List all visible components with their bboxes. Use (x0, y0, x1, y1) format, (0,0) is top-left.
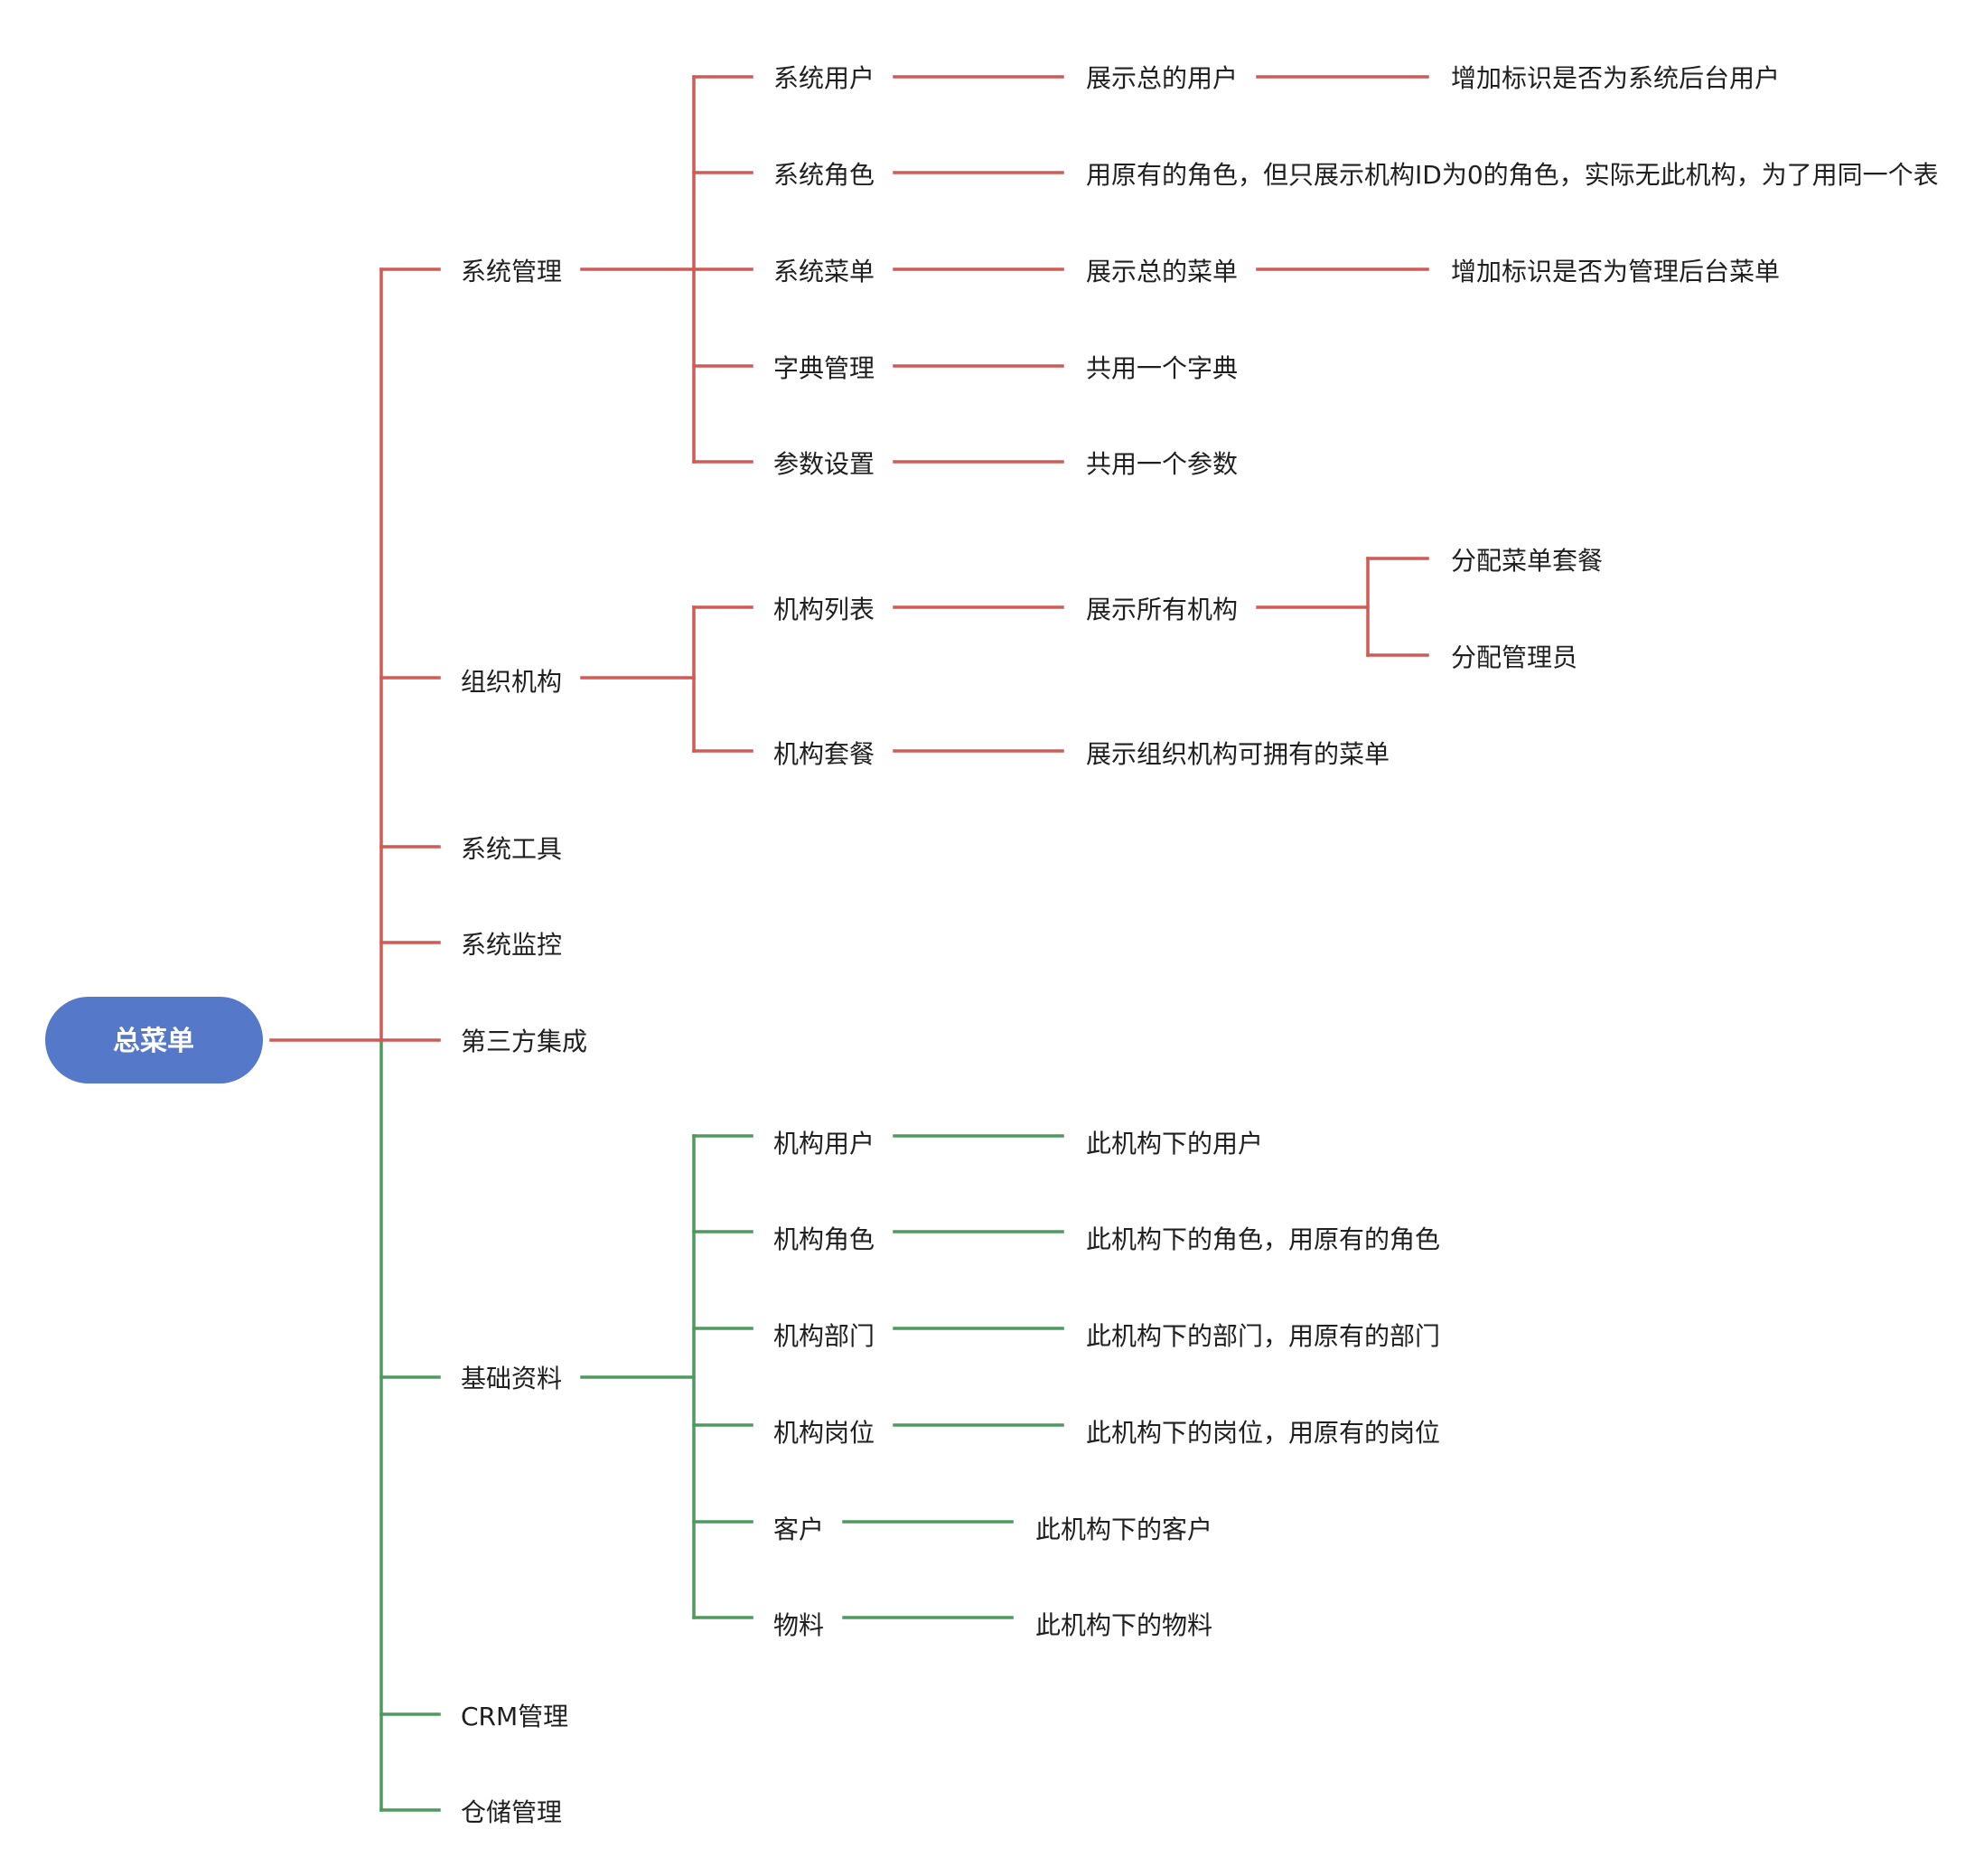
node-addflag-menu[interactable]: 增加标识是否为管理后台菜单 (1451, 257, 1780, 286)
node-crm[interactable]: CRM管理 (461, 1702, 568, 1731)
node-params[interactable]: 参数设置 (773, 449, 875, 479)
node-orgdept[interactable]: 机构部门 (773, 1321, 875, 1351)
node-showusers[interactable]: 展示总的用户 (1086, 63, 1238, 93)
node-sysmon[interactable]: 系统监控 (461, 930, 562, 960)
node-addflag-user[interactable]: 增加标识是否为系统后台用户 (1451, 63, 1780, 93)
node-role-desc[interactable]: 用原有的角色，但只展示机构ID为0的角色，实际无此机构，为了用同一个表 (1086, 160, 1939, 190)
node-orguser-desc[interactable]: 此机构下的用户 (1086, 1129, 1263, 1158)
node-sysmenu[interactable]: 系统菜单 (773, 257, 875, 286)
node-dict[interactable]: 字典管理 (773, 353, 875, 383)
node-showmenus[interactable]: 展示总的菜单 (1086, 257, 1238, 286)
root-node-label: 总菜单 (113, 1026, 194, 1057)
node-customer[interactable]: 客户 (773, 1515, 824, 1544)
node-material-desc[interactable]: 此机构下的物料 (1035, 1610, 1212, 1640)
node-orgdept-desc[interactable]: 此机构下的部门，用原有的部门 (1086, 1321, 1440, 1351)
node-orguser[interactable]: 机构用户 (773, 1129, 875, 1158)
node-thirdparty[interactable]: 第三方集成 (461, 1027, 587, 1056)
node-orgpost-desc[interactable]: 此机构下的岗位，用原有的岗位 (1086, 1418, 1440, 1448)
node-customer-desc[interactable]: 此机构下的客户 (1035, 1515, 1212, 1544)
node-assign-pkg[interactable]: 分配菜单套餐 (1451, 546, 1603, 576)
root-node-shape (45, 997, 263, 1083)
node-systools[interactable]: 系统工具 (461, 834, 562, 864)
node-sysrole[interactable]: 系统角色 (773, 160, 875, 190)
node-sysmgmt[interactable]: 系统管理 (461, 257, 562, 286)
root-node[interactable]: 总菜单 (45, 997, 263, 1083)
node-warehouse[interactable]: 仓储管理 (461, 1797, 562, 1827)
node-orglist[interactable]: 机构列表 (773, 595, 875, 624)
node-material[interactable]: 物料 (773, 1610, 824, 1640)
node-orgpkg-desc[interactable]: 展示组织机构可拥有的菜单 (1086, 739, 1390, 769)
node-params-desc[interactable]: 共用一个参数 (1086, 449, 1238, 479)
node-dict-desc[interactable]: 共用一个字典 (1086, 353, 1238, 383)
node-showorgs[interactable]: 展示所有机构 (1086, 595, 1238, 624)
node-orgpost[interactable]: 机构岗位 (773, 1418, 875, 1448)
node-orgrole[interactable]: 机构角色 (773, 1224, 875, 1254)
node-orgpkg[interactable]: 机构套餐 (773, 739, 875, 769)
node-basic[interactable]: 基础资料 (461, 1364, 562, 1393)
node-orgrole-desc[interactable]: 此机构下的角色，用原有的角色 (1086, 1224, 1440, 1254)
node-org[interactable]: 组织机构 (461, 667, 562, 697)
connector-lines (269, 75, 1429, 1812)
node-assign-admin[interactable]: 分配管理员 (1451, 643, 1577, 672)
node-sysuser[interactable]: 系统用户 (773, 63, 875, 93)
